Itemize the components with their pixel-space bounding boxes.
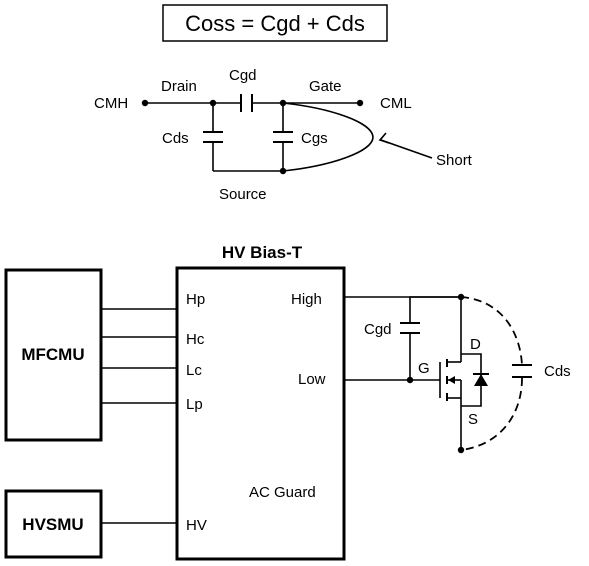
- short-arrow-head: [378, 132, 390, 144]
- cmh-terminal: [141, 99, 149, 107]
- cgs-label: Cgs: [301, 130, 328, 147]
- cml-label: CML: [380, 95, 412, 112]
- formula-text: Coss = Cgd + Cds: [185, 11, 365, 36]
- hvsmu-box: [4, 489, 103, 559]
- hvsmu-label: HVSMU: [22, 515, 83, 534]
- g-label: G: [418, 360, 430, 377]
- cds-dash-lower: [460, 377, 523, 451]
- low-label: Low: [298, 371, 326, 388]
- gate-label: Gate: [309, 78, 342, 95]
- cds-label-bottom: Cds: [544, 363, 571, 380]
- cgd-label-bottom: Cgd: [364, 321, 392, 338]
- lp-label: Lp: [186, 396, 203, 413]
- ac-guard-label: AC Guard: [249, 484, 316, 501]
- hc-label: Hc: [186, 331, 205, 348]
- lc-label: Lc: [186, 362, 202, 379]
- short-arrow-line: [380, 139, 433, 159]
- source-node-bottom: [457, 446, 465, 454]
- body-arrow: [448, 376, 455, 384]
- high-label: High: [291, 291, 322, 308]
- formula-box: [162, 4, 388, 42]
- diode-triangle: [474, 374, 488, 386]
- hv-label: HV: [186, 517, 207, 534]
- bias-t-title: HV Bias-T: [222, 243, 303, 262]
- hp-label: Hp: [186, 291, 205, 308]
- s-label: S: [468, 411, 478, 428]
- cgd-wire-upper: [409, 296, 461, 323]
- top-circuit: CMH Drain Cgd Gate CML Cds Cgs Source Sh…: [94, 67, 473, 203]
- short-curve: [282, 102, 374, 172]
- bias-t-box: [175, 266, 346, 561]
- d-label: D: [470, 336, 481, 353]
- source-label: Source: [219, 186, 267, 203]
- cds-label-top: Cds: [162, 130, 189, 147]
- mfcmu-box: [4, 268, 103, 442]
- short-label: Short: [436, 152, 473, 169]
- cml-terminal: [356, 99, 364, 107]
- mfcmu-label: MFCMU: [21, 345, 84, 364]
- drain-label: Drain: [161, 78, 197, 95]
- bottom-circuit: HV Bias-T MFCMU HVSMU Hp Hc Lc Lp HV Hig…: [4, 243, 571, 561]
- cgd-label-top: Cgd: [229, 67, 257, 84]
- cmh-label: CMH: [94, 95, 128, 112]
